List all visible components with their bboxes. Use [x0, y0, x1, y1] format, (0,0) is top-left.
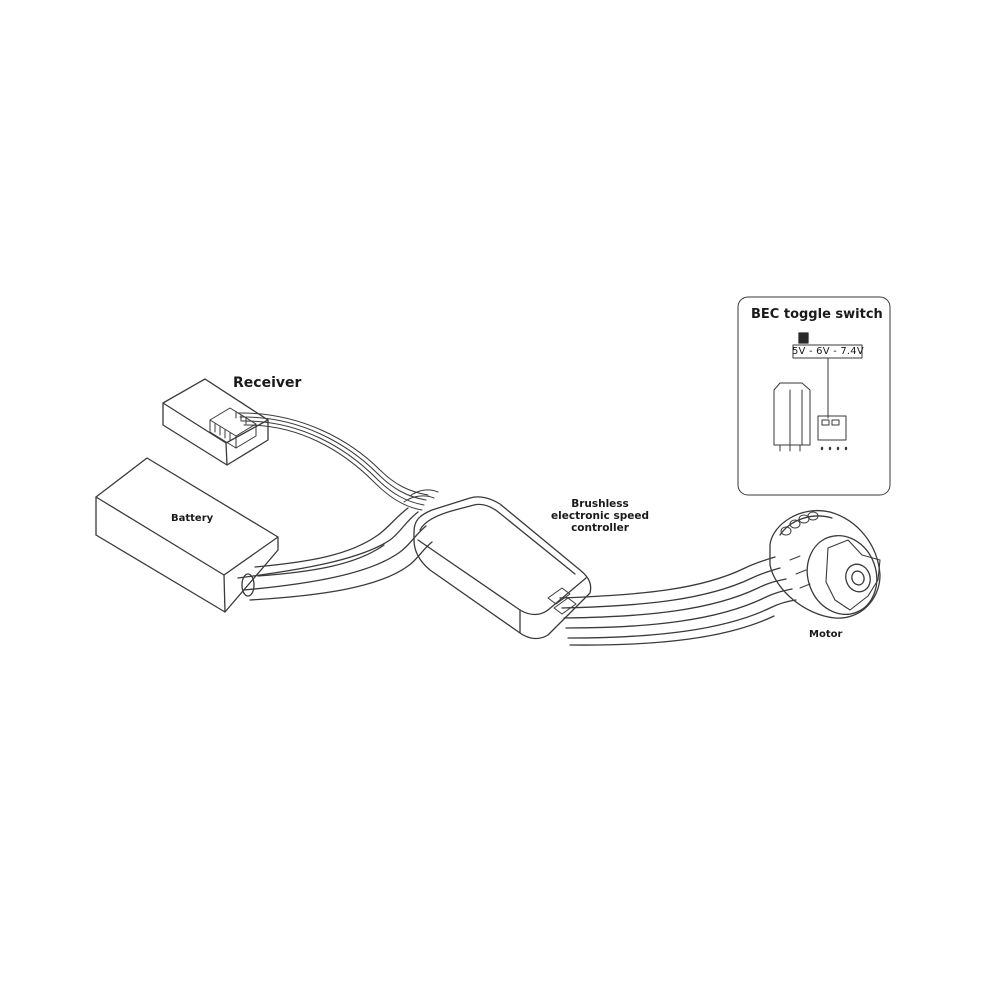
bec-voltage-options: 5V - 6V - 7.4V: [792, 346, 864, 357]
battery-label: Battery: [171, 513, 214, 524]
bec-inset: [737, 296, 891, 496]
esc-label-line1: Brushless: [571, 498, 629, 510]
esc-label-line3: controller: [571, 522, 629, 534]
motor-label: Motor: [809, 629, 843, 640]
esc-label: Brushless electronic speed controller: [520, 498, 680, 534]
esc-body: [403, 489, 592, 640]
esc-label-line2: electronic speed: [551, 510, 649, 522]
receiver-signal-wires: [237, 412, 429, 511]
motor-ribs: [780, 511, 819, 589]
battery: [95, 457, 279, 613]
receiver-label: Receiver: [233, 375, 302, 391]
battery-power-wires: [237, 507, 433, 601]
motor: [769, 510, 881, 619]
receiver: [162, 378, 269, 466]
receiver-pin-header: [209, 407, 257, 449]
motor-phase-wires: [559, 556, 797, 646]
bec-title: BEC toggle switch: [751, 307, 883, 322]
